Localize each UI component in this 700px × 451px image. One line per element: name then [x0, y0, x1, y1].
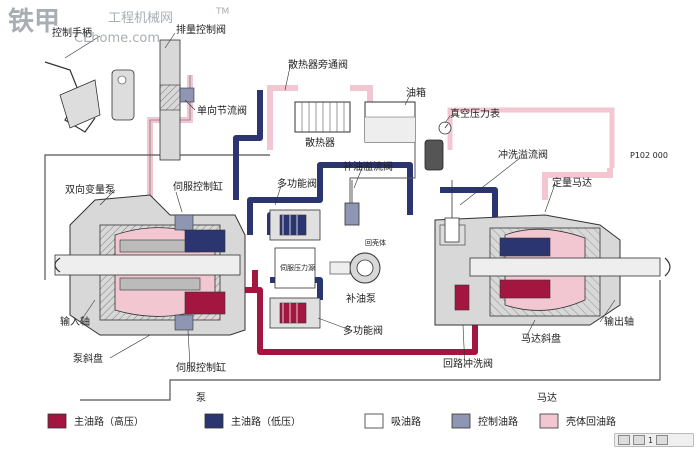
- label-vacuum-gauge: 真空压力表: [450, 107, 500, 120]
- label-control-handle: 控制手柄: [52, 26, 92, 39]
- legend-swatch-case: [539, 413, 559, 429]
- legend: 主油路（高压） 主油路（低压） 吸油路 控制油路 壳体回油路: [47, 413, 616, 429]
- charge-pump: [329, 252, 381, 284]
- label-bidirectional-pump: 双向变量泵: [65, 183, 115, 196]
- control-handle-icon: [44, 39, 195, 161]
- label-pump-title: 泵: [196, 392, 206, 404]
- legend-label-high: 主油路（高压）: [74, 415, 144, 428]
- label-servo-pressure: 伺服压力源: [280, 263, 315, 272]
- label-servo-cylinder-top: 伺服控制缸: [173, 180, 223, 193]
- figure-code: P102 000: [630, 151, 668, 160]
- label-pump-swashplate: 泵斜盘: [73, 352, 103, 365]
- legend-swatch-high: [47, 413, 67, 429]
- gauge-icon: [438, 121, 452, 135]
- variable-pump: [54, 194, 246, 336]
- label-flush-relief: 冲洗溢流阀: [498, 148, 548, 161]
- control-pilot-lines: [44, 154, 661, 401]
- label-charge-pump: 补油泵: [346, 292, 376, 305]
- watermark-site: 工程机械网: [108, 11, 173, 26]
- legend-label-control: 控制油路: [478, 415, 518, 428]
- label-motor-title: 马达: [537, 392, 557, 404]
- image-viewer-toolbar: 1: [614, 433, 694, 447]
- legend-swatch-suction: [364, 413, 384, 429]
- label-radiator-bypass: 散热器旁通阀: [288, 58, 348, 71]
- label-output-shaft: 输出轴: [604, 315, 634, 328]
- watermark-tm: TM: [215, 7, 229, 17]
- radiator-icon: [294, 101, 351, 133]
- rotate-icon[interactable]: [656, 435, 669, 445]
- label-charge-relief: 补油溢流阀: [343, 160, 393, 173]
- label-servo-cylinder-bottom: 伺服控制缸: [176, 361, 226, 374]
- label-oil-tank: 油箱: [406, 86, 426, 99]
- tank-icon: [364, 101, 416, 143]
- zoom-icon[interactable]: [633, 435, 645, 445]
- leader-lines: [64, 32, 616, 369]
- legend-swatch-low: [204, 413, 224, 429]
- filter-icon: [349, 139, 444, 203]
- servo-pressure-box: [274, 247, 316, 289]
- label-multi-valve-bottom: 多功能阀: [343, 324, 383, 337]
- flush-relief-valve: [444, 180, 460, 243]
- legend-swatch-control: [451, 413, 471, 429]
- label-fixed-motor: 定量马达: [552, 176, 592, 189]
- legend-label-low: 主油路（低压）: [231, 415, 301, 428]
- fixed-motor: [434, 214, 671, 326]
- legend-label-case: 壳体回油路: [566, 415, 616, 428]
- charge-relief-valve: [344, 180, 360, 226]
- fit-icon[interactable]: [618, 435, 630, 445]
- multifunction-valve-bottom: [269, 297, 321, 329]
- zoom-level: 1: [648, 435, 654, 445]
- label-loop-flush-valve: 回路冲洗阀: [443, 357, 493, 370]
- label-input-shaft: 输入轴: [60, 315, 90, 328]
- label-motor-swashplate: 马达斜盘: [521, 332, 561, 345]
- label-radiator: 散热器: [305, 136, 335, 149]
- legend-label-suction: 吸油路: [391, 415, 421, 428]
- label-multi-valve-top: 多功能阀: [277, 177, 317, 190]
- label-one-way-throttle: 单向节流阀: [197, 104, 247, 117]
- watermark-url: CEhome.com: [74, 31, 160, 46]
- label-displacement-valve: 排量控制阀: [176, 23, 226, 36]
- label-return-body: 回壳体: [365, 238, 386, 247]
- watermark-brand: 铁甲: [8, 6, 60, 37]
- multifunction-valve-top: [269, 209, 321, 241]
